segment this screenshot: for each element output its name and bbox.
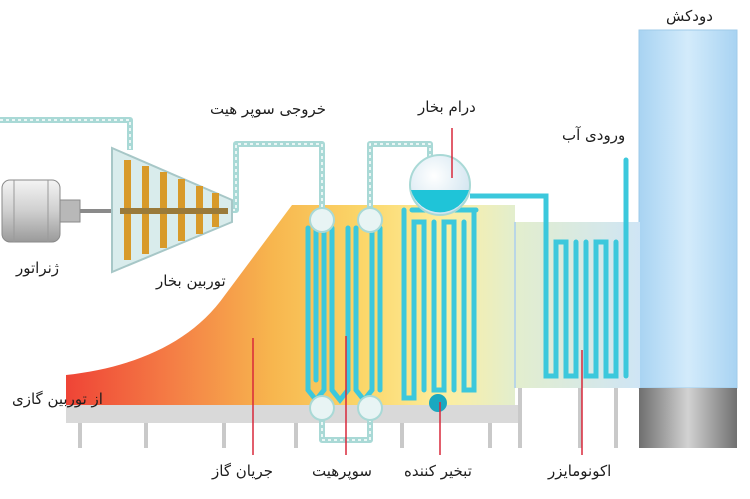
chimney-label: دودکش <box>666 7 713 25</box>
superheater-label: سوپرهیت <box>312 462 372 480</box>
gas-duct <box>66 205 640 405</box>
steam-turbine <box>111 146 233 274</box>
evaporator-label: تبخیر کننده <box>404 462 472 480</box>
generator-label: ژنراتور <box>16 259 60 277</box>
steam-drum <box>409 154 549 236</box>
leader-lines <box>252 128 583 455</box>
from-gas-turbine-label: از توربین گازی <box>12 390 103 408</box>
steam-drum-label: درام بخار <box>418 98 476 116</box>
water-inlet-label: ورودی آب <box>562 126 626 144</box>
economizer <box>543 157 629 379</box>
chimney <box>638 29 738 448</box>
economizer-label: اکونومایزر <box>548 462 612 480</box>
generator <box>1 179 120 243</box>
support-legs <box>66 388 618 448</box>
steam-turbine-label: توربین بخار <box>156 272 226 290</box>
superheat-outlet-label: خروجی سوپر هیت <box>210 100 327 118</box>
gas-flow-label: جریان گاز <box>212 462 274 480</box>
superheater <box>305 207 383 421</box>
evaporator <box>401 207 479 412</box>
